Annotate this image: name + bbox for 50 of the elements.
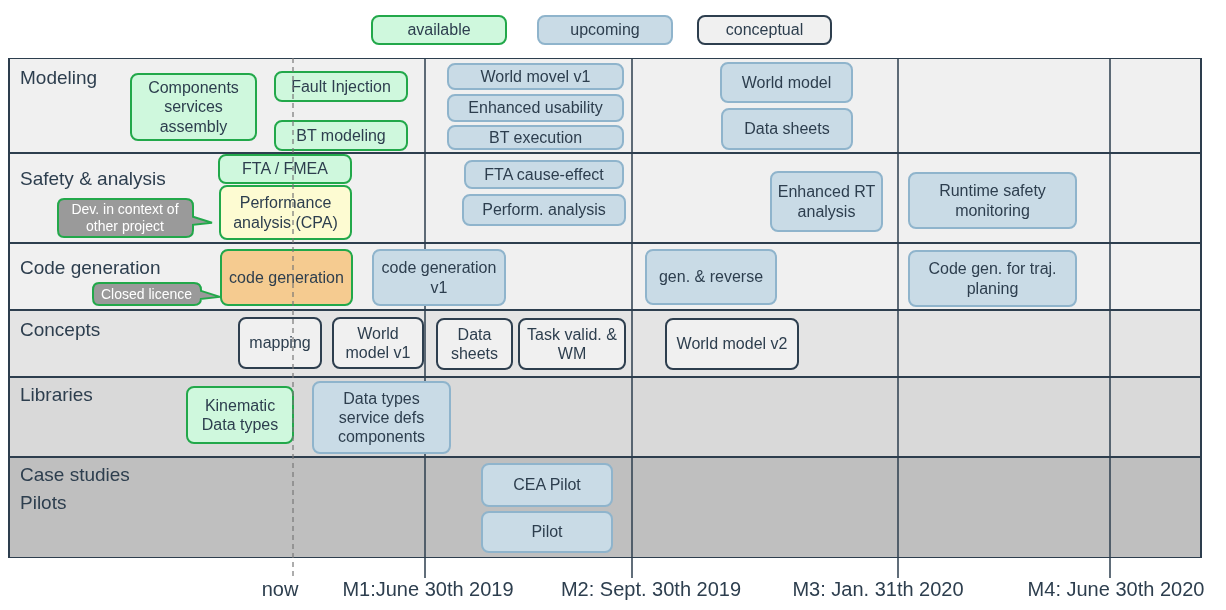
roadmap-item: World model v1 [332, 317, 424, 369]
roadmap-item: mapping [238, 317, 322, 369]
roadmap-item: Components services assembly [130, 73, 257, 141]
milestone-label: M2: Sept. 30th 2019 [560, 578, 742, 601]
roadmap-item: CEA Pilot [481, 463, 613, 507]
timeline-row [8, 153, 1202, 243]
callout-bubble: Closed licence [92, 282, 221, 306]
legend-swatch: conceptual [697, 15, 832, 45]
roadmap-item: BT modeling [274, 120, 408, 151]
row-heading: Safety & analysis [20, 168, 166, 190]
timeline-row [8, 377, 1202, 457]
roadmap-item: Enhanced usability [447, 94, 624, 122]
roadmap-item: World model [720, 62, 853, 103]
roadmap-item: World movel v1 [447, 63, 624, 90]
timeline-row [8, 310, 1202, 377]
roadmap-item: Data sheets [721, 108, 853, 150]
timeline-row [8, 58, 1202, 153]
roadmap-item: Data sheets [436, 318, 513, 370]
roadmap-item: code generation v1 [372, 249, 506, 306]
roadmap-item: Task valid. & WM [518, 318, 626, 370]
milestone-label: M1:June 30th 2019 [342, 578, 514, 601]
roadmap-item: BT execution [447, 125, 624, 150]
roadmap-item: Kinematic Data types [186, 386, 294, 444]
now-label: now [261, 578, 299, 601]
roadmap-item: World model v2 [665, 318, 799, 370]
row-heading: Concepts [20, 319, 101, 341]
roadmap-item: Pilot [481, 511, 613, 553]
row-heading: Case studies [20, 464, 130, 486]
milestone-label: M3: Jan. 31th 2020 [792, 578, 964, 601]
row-heading: Libraries [20, 384, 93, 406]
roadmap-item: Runtime safety monitoring [908, 172, 1077, 229]
row-heading: Code generation [20, 257, 161, 279]
roadmap-item: FTA / FMEA [218, 154, 352, 184]
timeline-row [8, 457, 1202, 558]
roadmap-item: Performance analysis (CPA) [219, 185, 352, 240]
timeline-row [8, 243, 1202, 310]
roadmap-item: Data types service defs components [312, 381, 451, 454]
row-heading: Pilots [20, 492, 67, 514]
legend-swatch: upcoming [537, 15, 673, 45]
legend-swatch: available [371, 15, 507, 45]
roadmap-item: Code gen. for traj. planing [908, 250, 1077, 307]
roadmap-item: Fault Injection [274, 71, 408, 102]
roadmap-item: code generation [220, 249, 353, 306]
milestone-label: M4: June 30th 2020 [1027, 578, 1205, 601]
roadmap-item: Enhanced RT analysis [770, 171, 883, 232]
roadmap-item: gen. & reverse [645, 249, 777, 305]
callout-bubble: Dev. in context of other project [57, 198, 213, 238]
row-heading: Modeling [20, 67, 98, 89]
roadmap-item: FTA cause-effect [464, 160, 624, 189]
roadmap-item: Perform. analysis [462, 194, 626, 226]
